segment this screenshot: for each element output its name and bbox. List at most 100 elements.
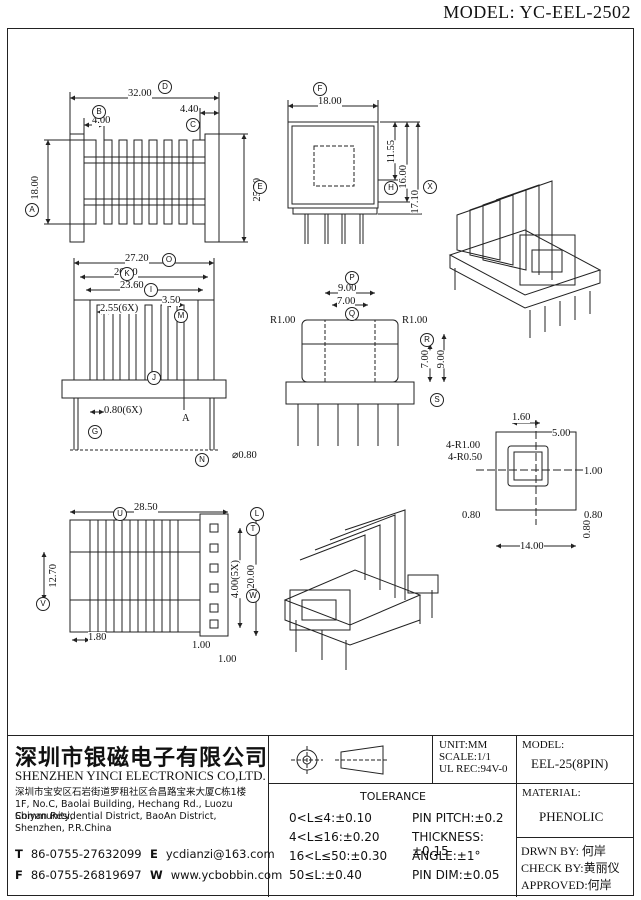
dim-bottom-view-5: 1.00 [192,640,211,651]
material-label: MATERIAL: [522,787,581,799]
website: www.ycbobbin.com [170,868,283,882]
dim-detail-a-0: 1.60 [512,412,531,423]
tol-right-4: PIN DIM:±0.05 [412,868,500,882]
tolerance-title: TOLERANCE [359,790,427,803]
dim-detail-a-6: 0.80 [584,510,603,521]
dim-front-view-0: 27.20 [125,253,149,264]
company-name-en: SHENZHEN YINCI ELECTRONICS CO,LTD. [15,768,266,783]
dim-top-view-1: 4.00 [92,115,111,126]
callout-p: P [345,271,359,285]
tel-label: T [15,847,23,861]
callout-k: K [120,267,134,281]
drawing-frame [7,28,634,896]
callout-r: R [420,333,434,347]
technical-drawing [41,92,602,670]
top-view [44,92,248,243]
dim-end-view-0: 9.00 [338,283,357,294]
email-address: ycdianzi@163.com [165,847,275,861]
model-label: MODEL: [522,739,565,751]
dim-side-view-0: 18.00 [318,96,342,107]
dim-bottom-view-4: 1.80 [88,632,107,643]
callout-m: M [174,309,188,323]
callout-l: L [250,507,264,521]
callout-f: F [313,82,327,96]
isometric-view-bottom [283,509,439,670]
callout-q: Q [345,307,359,321]
dim-end-view-4: 7.00 [420,350,431,369]
callout-o: O [162,253,176,267]
dim-detail-a-4: 1.00 [584,466,603,477]
fax-label: F [15,868,23,882]
callout-c: C [186,118,200,132]
company-panel: 深圳市银磁电子有限公司 SHENZHEN YINCI ELECTRONICS C… [7,736,282,897]
projection-symbol-panel [269,736,433,784]
web-label: W [150,868,163,882]
callout-e: E [253,180,267,194]
fax-number: 86-0755-26819697 [30,868,142,882]
dim-detail-a-5: 0.80 [462,510,481,521]
callout-a: A [25,203,39,217]
callout-t: T [246,522,260,536]
callout-u: U [113,507,127,521]
dim-end-view-5: 9.00 [436,350,447,369]
dim-detail-a-1: 5.00 [552,428,571,439]
tol-row-4: 50≤L:±0.40 [289,868,362,882]
dim-front-view-5: 0.80(6X) [104,405,143,416]
bottom-view [41,509,259,643]
unit-text: UNIT:MM [439,739,488,751]
signature-panel: DRWN BY: 何岸 CHECK BY:黄丽仪 APPROVED:何岸 [517,838,634,897]
dim-front-view-4: 3.50 [162,295,181,306]
dim-bottom-view-3: 20.00 [246,565,257,589]
callout-h: H [384,181,398,195]
dim-top-view-3: 18.00 [30,176,41,200]
callout-w: W [246,589,260,603]
dim-detail-a-8: 0.80 [582,520,593,539]
title-block: 深圳市银磁电子有限公司 SHENZHEN YINCI ELECTRONICS C… [7,735,634,897]
material-value: PHENOLIC [539,809,604,824]
ul-text: UL REC:94V-0 [439,763,508,775]
material-panel: MATERIAL: PHENOLIC [517,784,634,838]
callout-b: B [92,105,106,119]
dim-front-view-2: 23.60 [120,280,144,291]
model-panel: MODEL: EEL-25(8PIN) [517,736,634,784]
projection-symbol-icon [291,745,389,775]
approved-by: APPROVED:何岸 [521,878,612,892]
tol-row-1: 0<L≤4:±0.10 [289,811,372,825]
check-by: CHECK BY:黄丽仪 [521,861,620,875]
address-en-1: 1F, No.C, Baolai Building, Hechang Rd., … [15,799,233,822]
tol-right-1: PIN PITCH:±0.2 [412,811,504,825]
callout-j: J [147,371,161,385]
model-value: EEL-25(8PIN) [531,756,609,771]
dim-detail-a-2: 4-R1.00 [446,440,481,451]
tel-number: 86-0755-27632099 [30,847,142,861]
callout-x: X [423,180,437,194]
dim-side-view-3: 17.10 [410,190,421,214]
tol-right-3: ANGLE:±1° [412,849,481,863]
dim-side-view-2: 16.00 [398,165,409,189]
dim-front-view-6: A [182,413,190,424]
tol-row-3: 16<L≤50:±0.30 [289,849,388,863]
callout-s: S [430,393,444,407]
dim-bottom-view-0: 28.50 [134,502,158,513]
detail-a-view [476,420,600,549]
scale-text: SCALE:1/1 [439,751,491,763]
model-header: MODEL: YC-EEL-2502 [443,2,631,22]
callout-g: G [88,425,102,439]
dim-end-view-2: R1.00 [270,315,296,326]
address-en-2: Shiyan Residential District, BaoAn Distr… [15,811,217,822]
dim-detail-a-7: 14.00 [520,541,544,552]
dim-front-view-7: ⌀0.80 [232,450,257,461]
address-cn: 深圳市宝安区石岩街道罗租社区合昌路宝来大厦C栋1楼 [15,787,247,798]
dim-bottom-view-1: 12.70 [48,564,59,588]
dim-bottom-view-2: 4.00(5X) [230,560,241,599]
side-view [287,100,422,244]
drawn-by: DRWN BY: 何岸 [521,844,606,858]
isometric-view-top [448,180,602,338]
callout-n: N [195,453,209,467]
tol-right-2: THICKNESS:±0.15 [412,830,484,858]
callout-d: D [158,80,172,94]
dim-side-view-1: 11.55 [386,140,397,164]
units-panel: UNIT:MM SCALE:1/1 UL REC:94V-0 [433,736,517,784]
tol-row-2: 4<L≤16:±0.20 [289,830,380,844]
